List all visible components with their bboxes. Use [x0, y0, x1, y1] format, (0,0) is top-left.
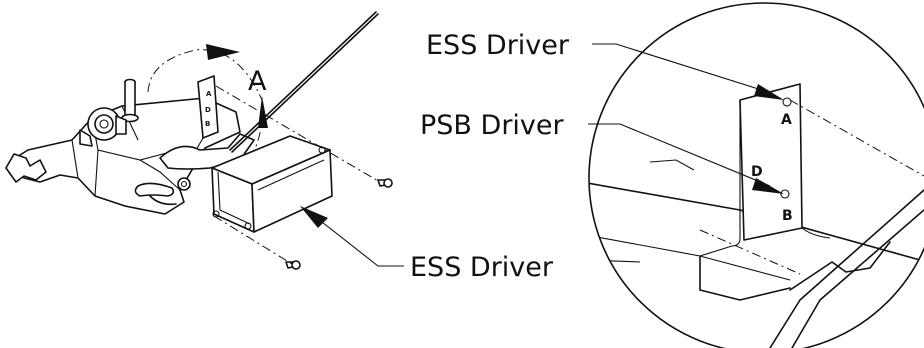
antenna-wire — [229, 11, 379, 153]
detail-circle — [588, 2, 924, 348]
hole-label-a: A — [781, 112, 792, 128]
screw — [377, 178, 393, 188]
sensor-fitting — [79, 107, 127, 147]
ess-driver-box — [211, 135, 333, 233]
bracket-mark: D — [205, 106, 211, 114]
ess-driver-callout-right: ESS Driver — [426, 30, 570, 61]
mounting-post — [121, 78, 139, 123]
assembly-line — [215, 85, 381, 183]
exploded-assembly-view: A D B — [5, 11, 554, 283]
hole-label-d: D — [751, 164, 763, 180]
leader-arrow — [752, 178, 784, 194]
bracket-mark: A — [206, 90, 212, 98]
leader-line — [592, 43, 769, 93]
leader-arrow — [300, 206, 328, 228]
assembly-line — [213, 215, 293, 265]
screw — [285, 260, 301, 270]
leader-line — [321, 221, 404, 267]
view-letter: A — [248, 66, 267, 97]
leader-line — [588, 123, 771, 187]
hole-label-b: B — [782, 208, 793, 224]
bracket-mark: B — [205, 120, 210, 128]
psb-driver-callout: PSB Driver — [420, 110, 565, 141]
rotation-arrow — [147, 44, 263, 161]
key-clip — [134, 177, 191, 206]
detail-view: A B D ESS Driver PSB Driver — [420, 2, 924, 348]
leader-arrow — [754, 84, 784, 100]
ess-driver-callout-left: ESS Driver — [410, 252, 554, 283]
